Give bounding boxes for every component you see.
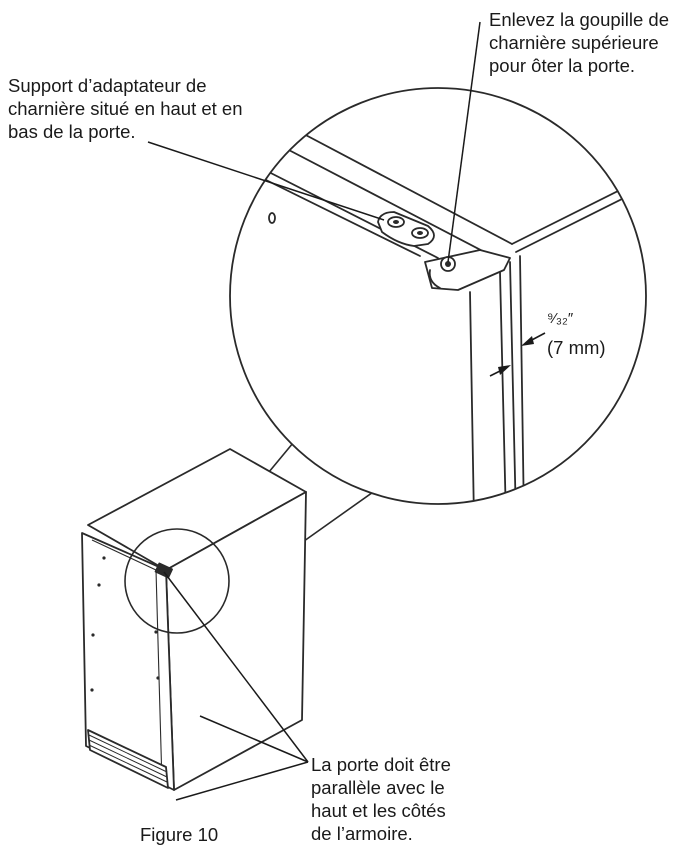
small-top-hinge-icon (154, 562, 173, 579)
figure-caption: Figure 10 (140, 824, 219, 845)
gap-fraction-label: ⁹⁄₃₂″ (547, 310, 574, 327)
gap-mm-label: (7 mm) (547, 337, 606, 358)
small-magnifier-circle (124, 528, 230, 634)
zoomed-hinge-detail (254, 131, 646, 504)
zoom-circle-outline (229, 87, 647, 505)
remove-hinge-pin-label: Enlevez la goupille de charnière supérie… (489, 9, 669, 76)
hinge-adapter-support-label: Support d’adaptateur de charnière situé … (8, 75, 243, 142)
zoom-circle-background (230, 88, 646, 504)
door-parallel-label: La porte doit être parallèle avec le hau… (311, 754, 451, 844)
wine-cooler-cabinet (81, 448, 307, 791)
gap-measurement-arrows (489, 332, 546, 377)
leader-lines (147, 21, 481, 801)
